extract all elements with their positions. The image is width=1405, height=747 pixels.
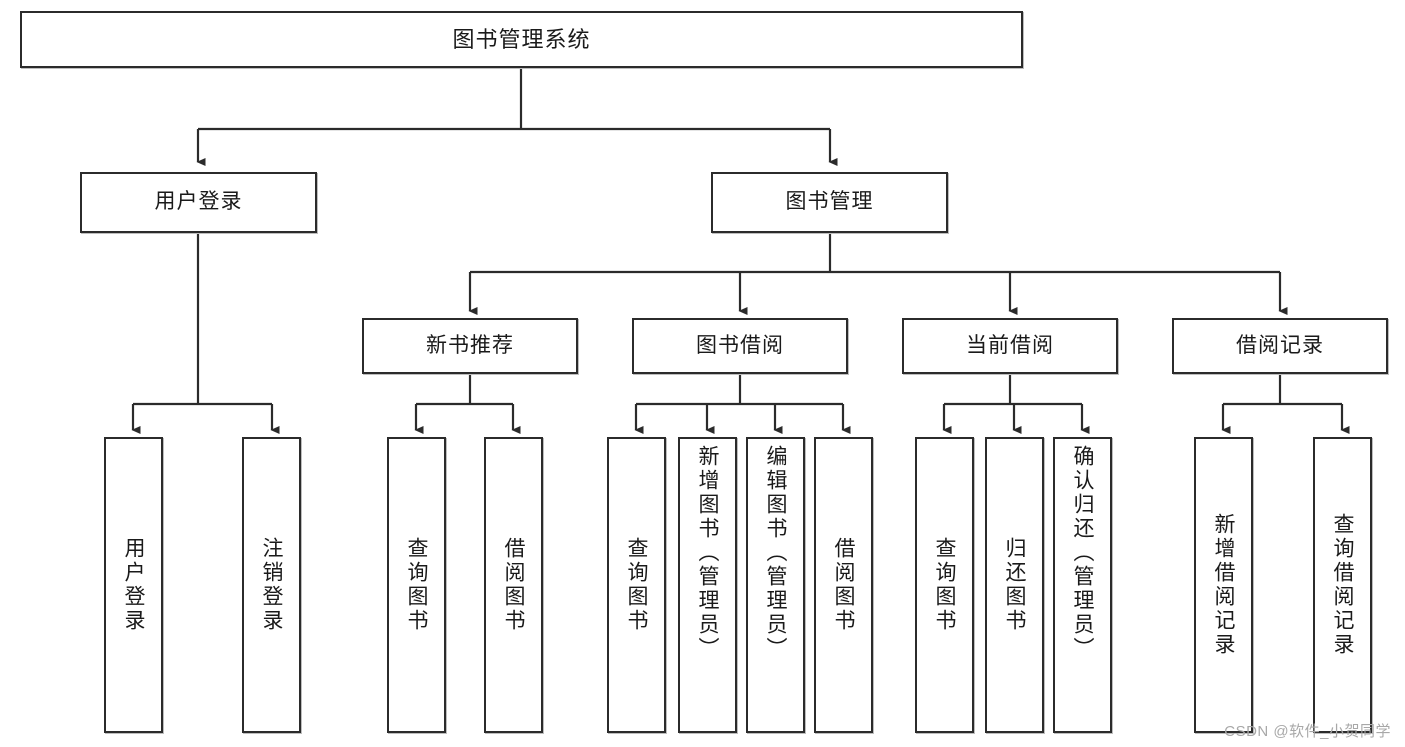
node-level2-user-login-label: 用户登录 — [154, 190, 243, 214]
node-leaf-return-book[interactable]: 归还图书 — [985, 437, 1044, 733]
node-leaf-return-book-label: 归还图书 — [1003, 537, 1026, 633]
node-leaf-add-book-admin[interactable]: 新增图书（管理员） — [678, 437, 737, 733]
node-level3-new-book-recommend-label: 新书推荐 — [426, 333, 514, 357]
node-leaf-borrow-book-label: 借阅图书 — [832, 537, 855, 633]
node-leaf-query-borrow-record-label: 查询借阅记录 — [1331, 513, 1354, 657]
node-level3-borrow-records[interactable]: 借阅记录 — [1172, 318, 1388, 374]
node-level2-book-management-label: 图书管理 — [785, 190, 874, 214]
node-leaf-borrow-book-new[interactable]: 借阅图书 — [484, 437, 543, 733]
node-leaf-confirm-return-admin-label: 确认归还（管理员） — [1071, 445, 1094, 661]
node-leaf-query-book-borrow-label: 查询图书 — [625, 537, 648, 633]
node-leaf-add-borrow-record[interactable]: 新增借阅记录 — [1194, 437, 1253, 733]
node-level3-new-book-recommend[interactable]: 新书推荐 — [362, 318, 578, 374]
node-level3-borrow-records-label: 借阅记录 — [1236, 333, 1324, 357]
node-level3-book-borrow[interactable]: 图书借阅 — [632, 318, 848, 374]
node-level3-current-borrow-label: 当前借阅 — [966, 333, 1054, 357]
node-leaf-edit-book-admin-label: 编辑图书（管理员） — [764, 445, 787, 661]
node-leaf-user-login[interactable]: 用户登录 — [104, 437, 163, 733]
node-leaf-borrow-book[interactable]: 借阅图书 — [814, 437, 873, 733]
node-leaf-query-book-current-label: 查询图书 — [933, 537, 956, 633]
node-root[interactable]: 图书管理系统 — [20, 11, 1023, 68]
node-leaf-query-borrow-record[interactable]: 查询借阅记录 — [1313, 437, 1372, 733]
node-leaf-query-book-new-label: 查询图书 — [405, 537, 428, 633]
node-leaf-confirm-return-admin[interactable]: 确认归还（管理员） — [1053, 437, 1112, 733]
node-leaf-query-book-borrow[interactable]: 查询图书 — [607, 437, 666, 733]
node-leaf-add-borrow-record-label: 新增借阅记录 — [1212, 513, 1235, 657]
node-level2-book-management[interactable]: 图书管理 — [711, 172, 948, 233]
node-level3-current-borrow[interactable]: 当前借阅 — [902, 318, 1118, 374]
node-leaf-query-book-new[interactable]: 查询图书 — [387, 437, 446, 733]
node-level3-book-borrow-label: 图书借阅 — [696, 333, 784, 357]
node-leaf-user-login-label: 用户登录 — [122, 537, 145, 633]
node-root-label: 图书管理系统 — [452, 26, 591, 52]
node-level2-user-login[interactable]: 用户登录 — [80, 172, 317, 233]
node-leaf-query-book-current[interactable]: 查询图书 — [915, 437, 974, 733]
node-leaf-edit-book-admin[interactable]: 编辑图书（管理员） — [746, 437, 805, 733]
node-leaf-borrow-book-new-label: 借阅图书 — [502, 537, 525, 633]
node-leaf-logout-login-label: 注销登录 — [260, 537, 283, 633]
node-leaf-add-book-admin-label: 新增图书（管理员） — [696, 445, 719, 661]
node-leaf-logout-login[interactable]: 注销登录 — [242, 437, 301, 733]
csdn-watermark: CSDN @软件_小贺同学 — [1224, 723, 1391, 740]
